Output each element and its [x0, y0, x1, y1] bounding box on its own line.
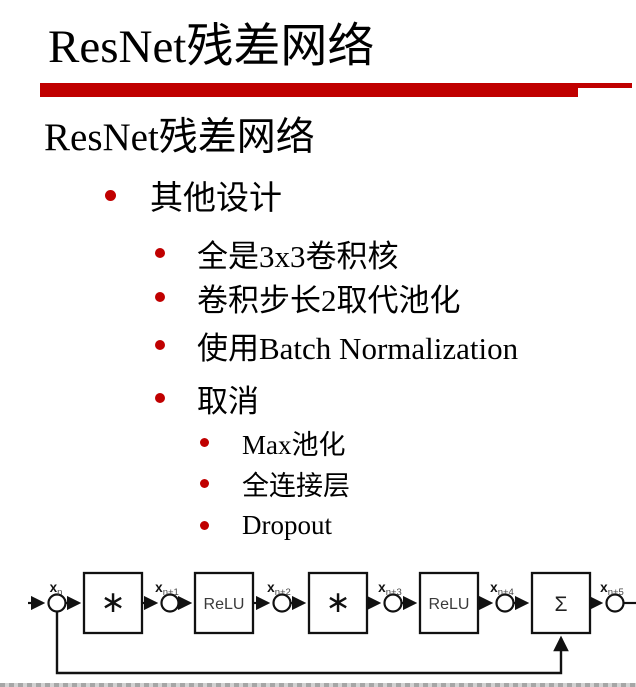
bullet-icon — [200, 437, 209, 447]
bullet-icon — [200, 520, 209, 530]
node-circle — [47, 593, 67, 613]
list-item: Dropout — [200, 509, 332, 541]
relu-block-1 — [193, 571, 255, 635]
list-item-text: 卷积步长2取代池化 — [197, 282, 461, 318]
list-item: 取消 — [155, 379, 259, 419]
bullet-icon — [155, 340, 165, 350]
conv-symbol: ∗ — [325, 586, 350, 619]
list-item-text: 其他设计 — [150, 181, 282, 217]
bullet-icon — [105, 189, 116, 201]
node-circle — [605, 593, 625, 613]
signal-label: xn+3 — [378, 580, 402, 598]
signal-label: xn+4 — [490, 580, 514, 598]
list-item-text: 全连接层 — [242, 470, 350, 501]
page-bottom-edge — [0, 683, 636, 687]
node-circle — [160, 593, 180, 613]
sum-symbol: Σ — [555, 593, 568, 616]
list-item-text: 全是3x3卷积核 — [197, 238, 399, 274]
signal-label: xn+5 — [600, 580, 624, 598]
conv-block-2 — [307, 571, 369, 635]
relu-block-2 — [418, 571, 480, 635]
list-item: 其他设计 — [105, 175, 282, 217]
relu-label: ReLU — [429, 596, 470, 613]
bullet-icon — [200, 478, 209, 488]
list-item-text: Max池化 — [242, 429, 346, 460]
signal-label: xn+1 — [155, 580, 179, 598]
title-rule-thin — [578, 83, 632, 88]
relu-label: ReLU — [204, 596, 245, 613]
list-item: 全连接层 — [200, 467, 350, 501]
list-item-text: 使用Batch Normalization — [197, 330, 519, 366]
signal-label: xn — [50, 580, 63, 598]
node-circle — [495, 593, 515, 613]
bullet-icon — [155, 292, 165, 302]
slide-subtitle: ResNet残差网络 — [44, 116, 315, 159]
list-item: 卷积步长2取代池化 — [155, 278, 461, 318]
list-item-text: 取消 — [197, 383, 259, 419]
signal-label: xn+2 — [267, 580, 291, 598]
list-item: 使用Batch Normalization — [155, 326, 518, 366]
title-rule-thick — [40, 83, 578, 97]
bullet-icon — [155, 393, 165, 403]
sum-block — [530, 571, 592, 635]
skip-connection-line — [55, 611, 569, 675]
list-item-text: Dropout — [242, 509, 332, 540]
page-title: ResNet残差网络 — [48, 21, 375, 73]
conv-block-1 — [82, 571, 144, 635]
conv-symbol: ∗ — [100, 586, 125, 619]
list-item: 全是3x3卷积核 — [155, 234, 399, 274]
list-item: Max池化 — [200, 426, 346, 460]
node-circle — [383, 593, 403, 613]
bullet-icon — [155, 248, 165, 258]
residual-block-diagram: ∗ ReLU ∗ ReLU Σ xn xn+1 xn+2 xn+3 xn+4 x… — [28, 571, 636, 675]
node-circle — [272, 593, 292, 613]
